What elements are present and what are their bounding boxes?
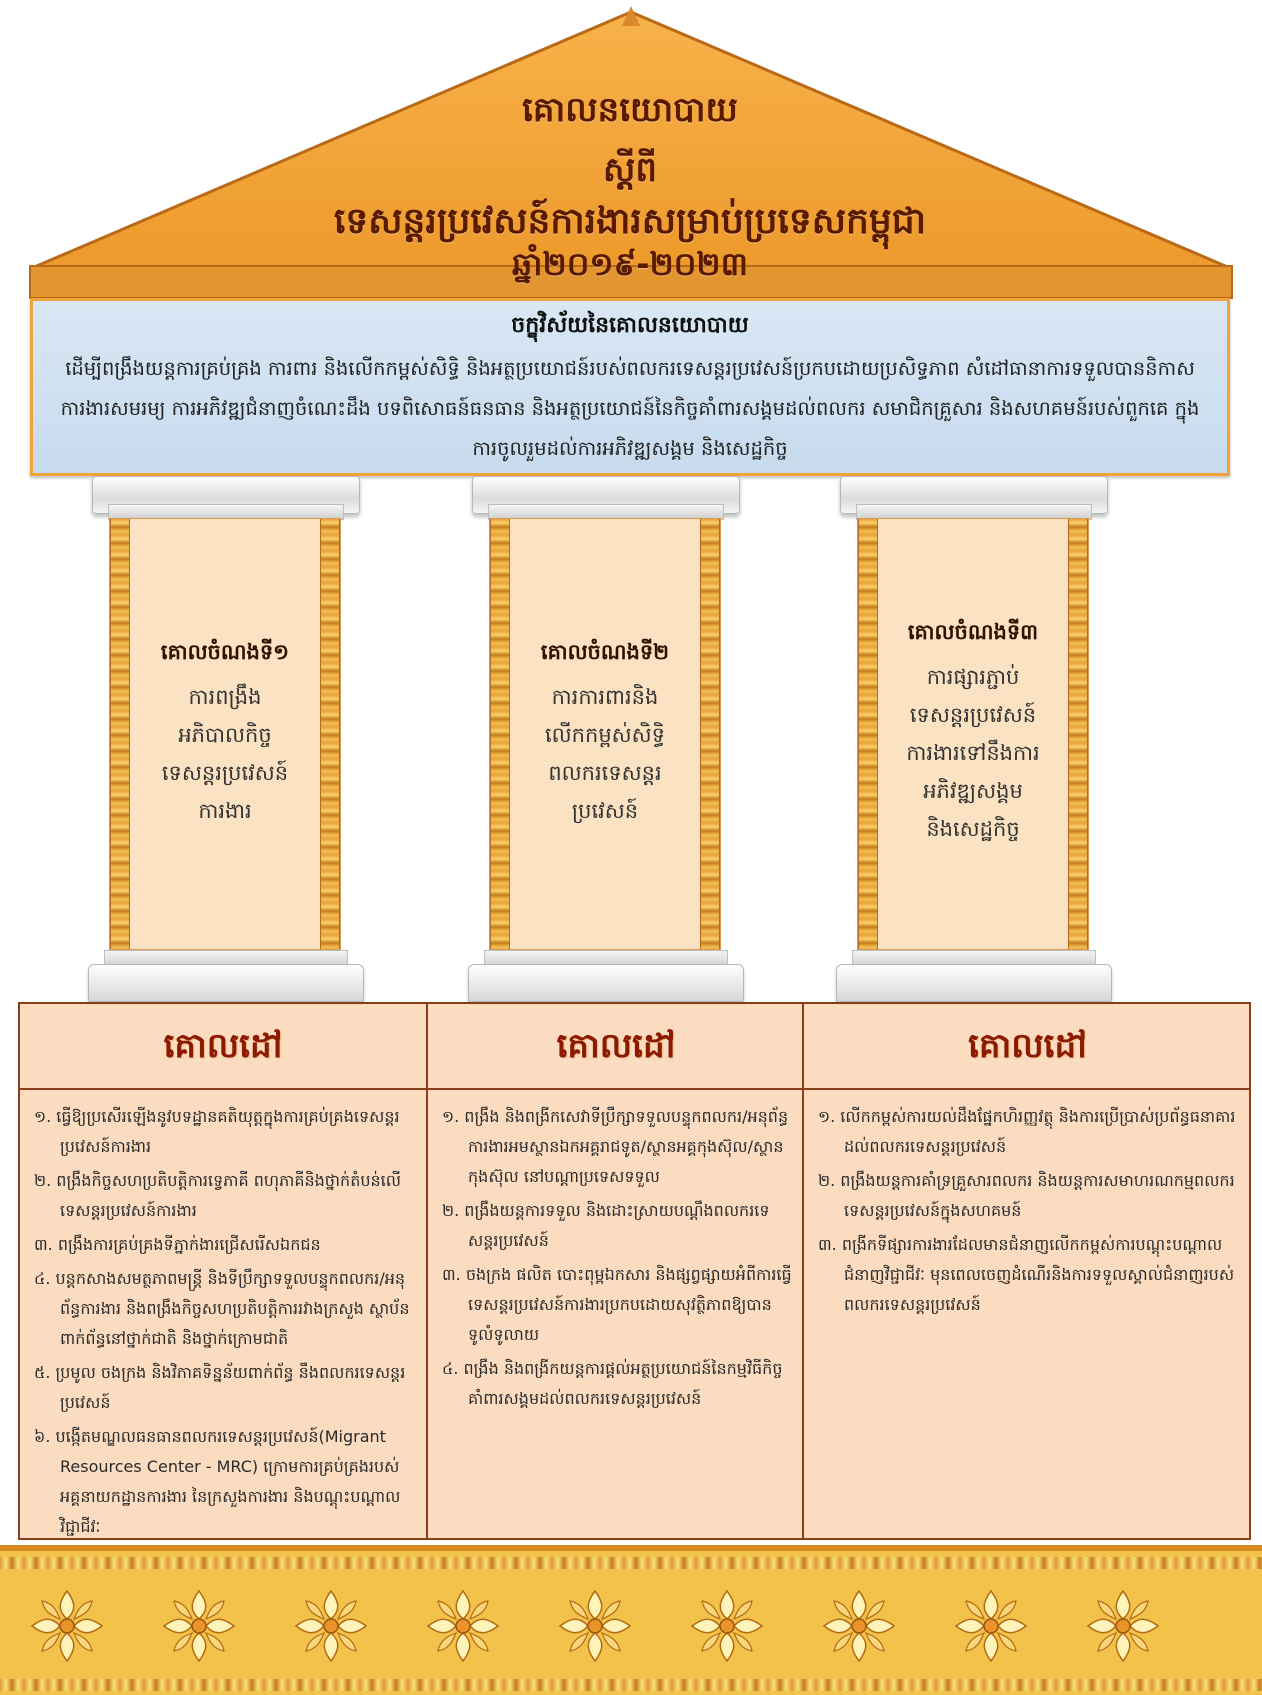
pillar-1-line: អភិបាលកិច្ច: [178, 723, 272, 747]
goal-item: ១. លើកកម្ពស់ការយល់ដឹងផ្នែកហិរញ្ញវត្ថុ និ…: [818, 1107, 1236, 1156]
goals-table: គោលដៅ ១. ធ្វើឱ្យប្រសើរឡើងនូវបទដ្ឋានគតិយុ…: [18, 1002, 1251, 1540]
flower-ornament-icon: [295, 1590, 367, 1662]
pillar-1: គោលចំណងទី១ ការពង្រឹង អភិបាលកិច្ច ទេសន្តរ…: [109, 518, 341, 950]
pillar-3-text: គោលចំណងទី៣ ការផ្សារភ្ជាប់ ទេសន្តរប្រវេសន…: [880, 619, 1066, 848]
pillar-3-title: គោលចំណងទី៣: [907, 620, 1039, 644]
pillar-3-line: និងសេដ្ឋកិច្ច: [926, 817, 1020, 841]
vision-title: ចក្ខុវិស័យនៃគោលនយោបាយ: [511, 313, 749, 338]
flower-ornament-icon: [823, 1590, 895, 1662]
decorative-frieze: [0, 1545, 1262, 1695]
goals-column-2: គោលដៅ ១. ពង្រឹង និងពង្រីកសេវាទីប្រឹក្សាទ…: [426, 1004, 804, 1538]
goal-item: ២. ពង្រឹងយន្តការទទួល និងដោះស្រាយបណ្តឹងពល…: [442, 1201, 770, 1250]
pillar-2-line: លើកកម្ពស់សិទ្ធិ: [545, 723, 665, 747]
flower-ornament-icon: [31, 1590, 103, 1662]
pillar-3-base: [836, 964, 1112, 1002]
goal-item: ២. ពង្រឹងយន្តការគាំទ្រគ្រួសារពលករ និងយន្…: [818, 1171, 1235, 1220]
goals-list: ១. ពង្រឹង និងពង្រីកសេវាទីប្រឹក្សាទទួលបន្…: [428, 1090, 804, 1414]
pillar-3: គោលចំណងទី៣ ការផ្សារភ្ជាប់ ទេសន្តរប្រវេសន…: [857, 518, 1089, 950]
frieze-bottom-band: [0, 1679, 1262, 1691]
frieze-top-band: [0, 1557, 1262, 1569]
goals-heading: គោលដៅ: [20, 1004, 426, 1090]
goal-item: ៤. ពង្រឹង និងពង្រីកយន្តការផ្តល់អត្ថប្រយោ…: [442, 1359, 783, 1408]
goal-item: ៣. ពង្រីកទីផ្សារការងារដែលមានជំនាញលើកកម្ព…: [818, 1235, 1235, 1314]
vision-box: ចក្ខុវិស័យនៃគោលនយោបាយ ដើម្បីពង្រឹងយន្តកា…: [30, 298, 1230, 476]
policy-heading-about: ស្តីពី: [603, 150, 657, 190]
pillar-1-line: ទេសន្តរប្រវេសន៍: [161, 761, 289, 785]
pillar-1-text: គោលចំណងទី១ ការពង្រឹង អភិបាលកិច្ច ទេសន្តរ…: [132, 639, 318, 830]
pillar-1-line: ការពង្រឹង: [188, 685, 262, 709]
flower-ornament-icon: [955, 1590, 1027, 1662]
roof-finial: [622, 6, 640, 26]
goals-column-3: គោលដៅ ១. លើកកម្ពស់ការយល់ដឹងផ្នែកហិរញ្ញវត…: [802, 1004, 1251, 1538]
policy-years: ឆ្នាំ២០១៩-២០២៣: [512, 245, 748, 283]
pillar-2-text: គោលចំណងទី២ ការការពារនិង លើកកម្ពស់សិទ្ធិ …: [512, 639, 698, 830]
pillar-2-line: ការការពារនិង: [551, 685, 659, 709]
goals-heading: គោលដៅ: [428, 1004, 804, 1090]
pillar-2: គោលចំណងទី២ ការការពារនិង លើកកម្ពស់សិទ្ធិ …: [489, 518, 721, 950]
goal-item: ៣. ពង្រឹងការគ្រប់គ្រងទីភ្នាក់ងារជ្រើសរើស…: [34, 1235, 321, 1254]
goal-item: ១. ធ្វើឱ្យប្រសើរឡើងនូវបទដ្ឋានគតិយុត្តក្ន…: [34, 1107, 400, 1156]
goal-item: ១. ពង្រឹង និងពង្រីកសេវាទីប្រឹក្សាទទួលបន្…: [442, 1107, 789, 1186]
pillar-2-base: [468, 964, 744, 1002]
pillar-2-line: ពលករទេសន្តរ: [548, 761, 662, 785]
goals-list: ១. លើកកម្ពស់ការយល់ដឹងផ្នែកហិរញ្ញវត្ថុ និ…: [804, 1090, 1251, 1320]
roof-eave: [29, 265, 1233, 299]
goals-column-1: គោលដៅ ១. ធ្វើឱ្យប្រសើរឡើងនូវបទដ្ឋានគតិយុ…: [20, 1004, 426, 1538]
goal-item: ៦. បង្កើតមណ្ឌលធនធានពលករទេសន្តរប្រវេសន៍(M…: [34, 1427, 401, 1536]
goal-item: ៥. ប្រមូល ចងក្រង និងវិភាគទិន្នន័យពាក់ព័ន…: [34, 1363, 406, 1412]
pillar-1-base: [88, 964, 364, 1002]
pillar-2-title: គោលចំណងទី២: [540, 640, 670, 664]
pillar-1-title: គោលចំណងទី១: [160, 640, 290, 664]
flower-ornament-icon: [691, 1590, 763, 1662]
policy-heading: គោលនយោបាយ: [522, 90, 738, 130]
goals-heading: គោលដៅ: [804, 1004, 1251, 1090]
pillar-1-line: ការងារ: [198, 799, 252, 823]
goal-item: ៤. បន្តកសាងសមត្ថភាពមន្ត្រី និងទីប្រឹក្សា…: [34, 1269, 410, 1348]
goal-item: ២. ពង្រឹងកិច្ចសហប្រតិបត្តិការទ្វេភាគី ពហ…: [34, 1171, 401, 1220]
pillar-3-line: ទេសន្តរប្រវេសន៍: [909, 703, 1037, 727]
pillar-3-line: ការផ្សារភ្ជាប់: [926, 665, 1020, 689]
flower-ornament-icon: [427, 1590, 499, 1662]
goals-list: ១. ធ្វើឱ្យប្រសើរឡើងនូវបទដ្ឋានគតិយុត្តក្ន…: [20, 1090, 426, 1542]
pillar-2-line: ប្រវេសន៍: [571, 799, 639, 823]
goal-item: ៣. ចងក្រង ផលិត បោះពុម្ពឯកសារ និងផ្សព្វផ្…: [442, 1265, 792, 1344]
flower-ornament-icon: [163, 1590, 235, 1662]
pillar-3-line: អភិវឌ្ឍសង្គម: [923, 779, 1023, 803]
vision-text: ដើម្បីពង្រឹងយន្តការគ្រប់គ្រង ការពារ និងល…: [60, 357, 1200, 460]
flower-ornament-icon: [1087, 1590, 1159, 1662]
pillar-3-line: ការងារទៅនឹងការ: [906, 741, 1040, 765]
policy-title: ទេសន្តរប្រវេសន៍ការងារសម្រាប់ប្រទេសកម្ពុជ…: [333, 201, 927, 242]
flower-ornament-icon: [559, 1590, 631, 1662]
roof: [29, 6, 1233, 299]
